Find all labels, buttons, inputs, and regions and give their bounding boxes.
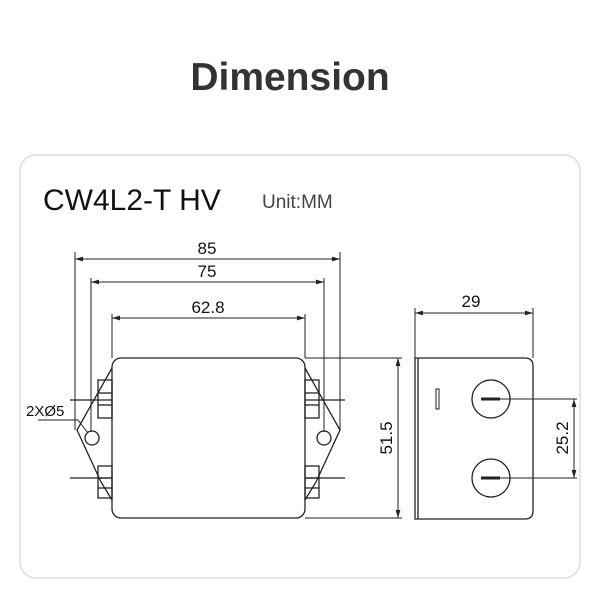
mount-hole-left xyxy=(84,430,100,446)
side-view: 29 25.2 xyxy=(414,292,577,520)
indicator-slot xyxy=(435,388,440,410)
dim-height: 51.5 xyxy=(377,421,396,454)
unit-label: Unit:MM xyxy=(262,192,333,213)
left-flange xyxy=(76,367,113,501)
dim-hole-spacing: 75 xyxy=(198,262,217,281)
hole-leader-line xyxy=(38,419,89,434)
side-body xyxy=(414,357,534,520)
dim-terminal-spacing: 25.2 xyxy=(553,421,572,454)
hole-label: 2XØ5 xyxy=(26,403,64,420)
dim-overall-width: 85 xyxy=(198,239,217,258)
filter-body xyxy=(111,357,306,519)
terminal-blocks xyxy=(97,379,320,499)
drawing-card xyxy=(19,154,581,579)
page-title: Dimension xyxy=(190,56,389,99)
dim-depth: 29 xyxy=(462,292,481,311)
front-view: 85 75 62.8 51.5 2XØ5 xyxy=(26,239,402,519)
right-flange xyxy=(304,367,341,501)
model-name: CW4L2-T HV xyxy=(43,184,221,217)
dim-body-width: 62.8 xyxy=(191,298,224,317)
